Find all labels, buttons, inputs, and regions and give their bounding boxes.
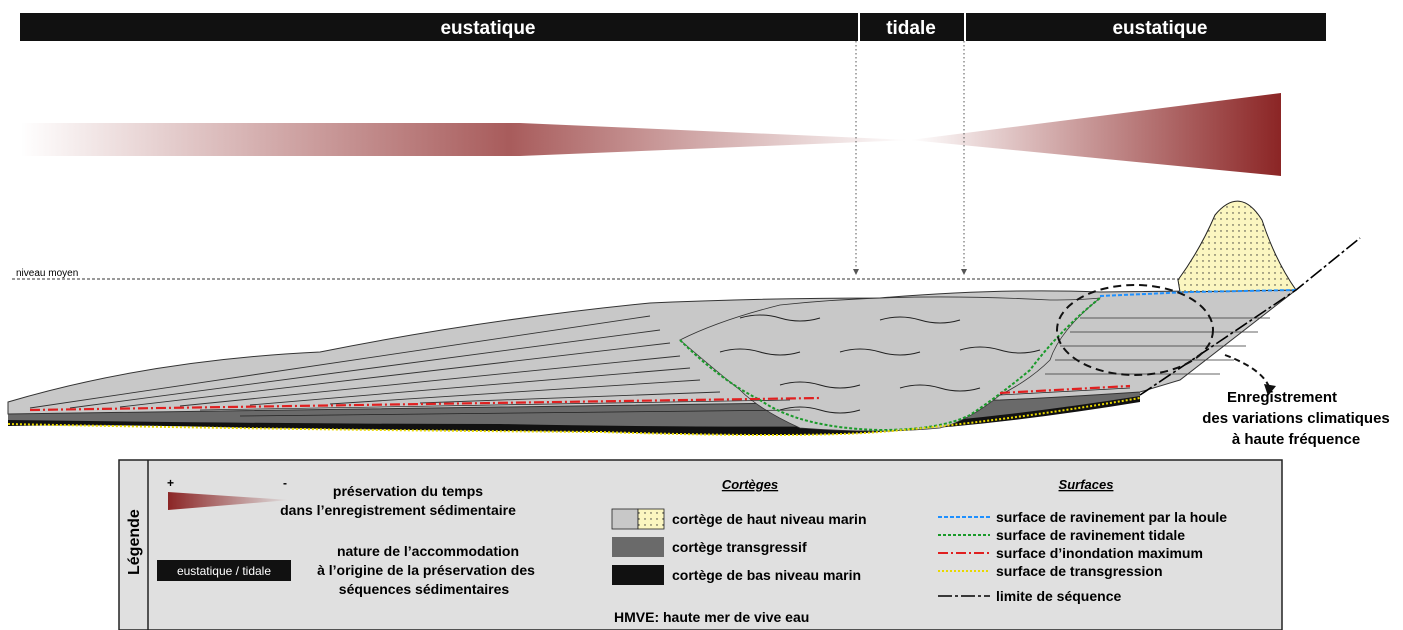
transgression-surface (7, 397, 1141, 436)
surface-label-flooding: surface d’inondation maximum (996, 545, 1203, 561)
max-flooding-surface (29, 384, 1131, 412)
legend-panel: Légende + - préservation du temps dans l… (118, 459, 1283, 630)
legend-gradient-minus: - (283, 476, 287, 490)
surface-label-tidal: surface de ravinement tidale (996, 527, 1185, 543)
cortege-swatch-highstand (611, 508, 639, 530)
surfaces-title: Surfaces (1059, 477, 1114, 492)
gradient-wedge-left (20, 123, 910, 156)
legend-box-label: eustatique / tidale (177, 564, 271, 578)
climate-record-arrow-head (1264, 384, 1276, 396)
header-bar: eustatique tidale eustatique (20, 13, 1326, 41)
tidal-channel-lines (719, 314, 1041, 414)
surface-label-transgression: surface de transgression (996, 563, 1163, 579)
gradient-wedge-right (910, 93, 1281, 176)
cortege-swatch-transgressive (612, 537, 664, 557)
preservation-gradient (20, 93, 1281, 176)
cortege-label-highstand: cortège de haut niveau marin (672, 511, 867, 527)
header-middle-label: tidale (886, 18, 936, 39)
header-left-label: eustatique (440, 18, 535, 39)
sequence-boundary (1139, 237, 1361, 396)
arrow-head-left (853, 269, 859, 275)
cortege-label-lowstand: cortège de bas niveau marin (672, 567, 861, 583)
corteges-title: Cortèges (722, 477, 778, 492)
annotation-line-3: à haute fréquence (1232, 431, 1360, 448)
legend-gradient-text-1: préservation du temps (333, 483, 483, 499)
tidal-boundary-lines (855, 41, 965, 272)
legend-title: Légende (126, 509, 143, 575)
sea-level-label: niveau moyen (16, 268, 78, 279)
legend-gradient-plus: + (167, 476, 174, 490)
coastal-dune (1177, 200, 1297, 293)
tidal-ravinement-surface (679, 297, 1101, 432)
wave-ravinement-surface (1099, 289, 1297, 297)
clinoform-lines (29, 315, 721, 409)
cross-section (7, 200, 1361, 436)
legend-box-text-1: nature de l’accommodation (337, 543, 519, 559)
annotation-line-1: Enregistrement (1227, 389, 1337, 406)
annotation-line-2: des variations climatiques (1202, 410, 1390, 427)
cortege-label-transgressive: cortège transgressif (672, 539, 807, 555)
surface-label-sequence: limite de séquence (996, 588, 1121, 604)
shoreface-lines (1045, 317, 1270, 375)
hmve-text: HMVE: haute mer de vive eau (614, 609, 809, 625)
climate-record-ellipse (1056, 284, 1214, 376)
cortege-swatch-lowstand (612, 565, 664, 585)
legend-gradient-text-2: dans l’enregistrement sédimentaire (280, 502, 516, 518)
header-right-label: eustatique (1112, 18, 1207, 39)
surface-label-wave: surface de ravinement par la houle (996, 509, 1227, 525)
arrow-head-right (961, 269, 967, 275)
basal-lines (199, 387, 1131, 417)
legend-gradient-wedge (168, 492, 290, 510)
cortege-swatch-dune (637, 508, 665, 530)
legend-box-text-2: à l’origine de la préservation des (317, 562, 535, 578)
tidal-fill (679, 296, 1102, 432)
legend-box-text-3: séquences sédimentaires (339, 581, 510, 597)
